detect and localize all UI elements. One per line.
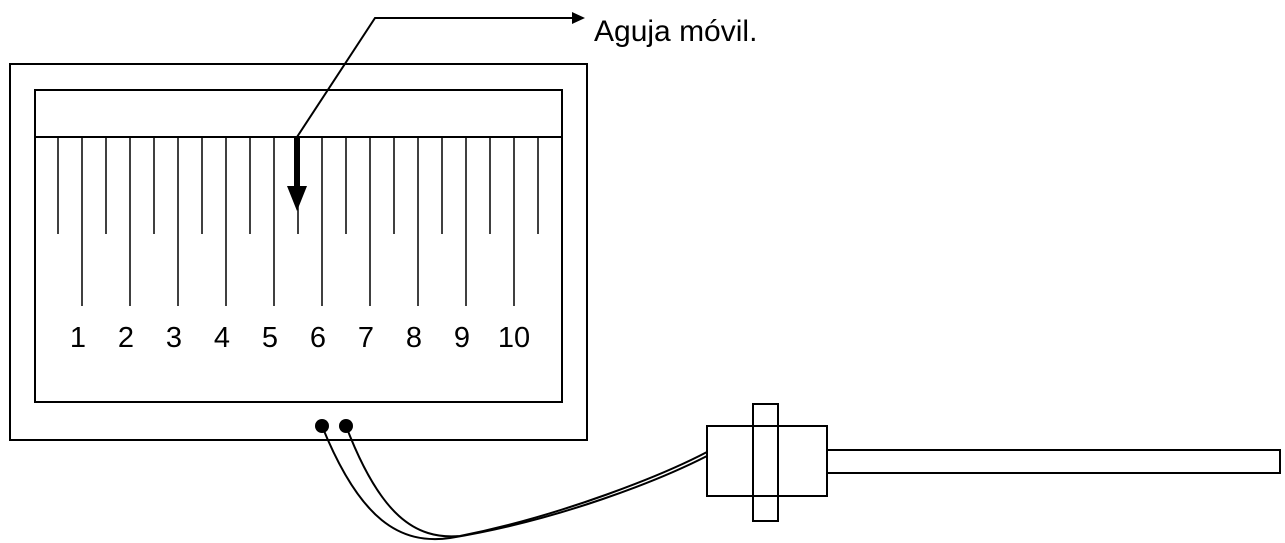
scale-number: 9 [454,322,470,354]
scale-number: 7 [358,322,374,354]
dial-face [34,89,563,403]
needle-arrowhead [287,186,307,211]
moving-needle [287,137,307,211]
lead-wire-right [345,425,708,538]
scale-number: 4 [214,322,230,354]
needle-leader-line [296,17,572,138]
scale-numbers: 1 2 3 4 5 6 7 8 9 10 [70,322,530,354]
scale-number: 6 [310,322,326,354]
needle-label: Aguja móvil. [594,15,757,48]
scale-number: 1 [70,322,86,354]
scale-number: 5 [262,322,278,354]
probe-connector-body [706,425,828,497]
meter-housing [9,63,588,441]
lead-wire-left [321,425,708,541]
probe-sheath [826,449,1281,474]
scale-number: 10 [498,322,530,354]
probe-flange [752,403,779,522]
leader-arrowhead [572,12,585,24]
scale-number: 2 [118,322,134,354]
scale-number: 8 [406,322,422,354]
scale-number: 3 [166,322,182,354]
